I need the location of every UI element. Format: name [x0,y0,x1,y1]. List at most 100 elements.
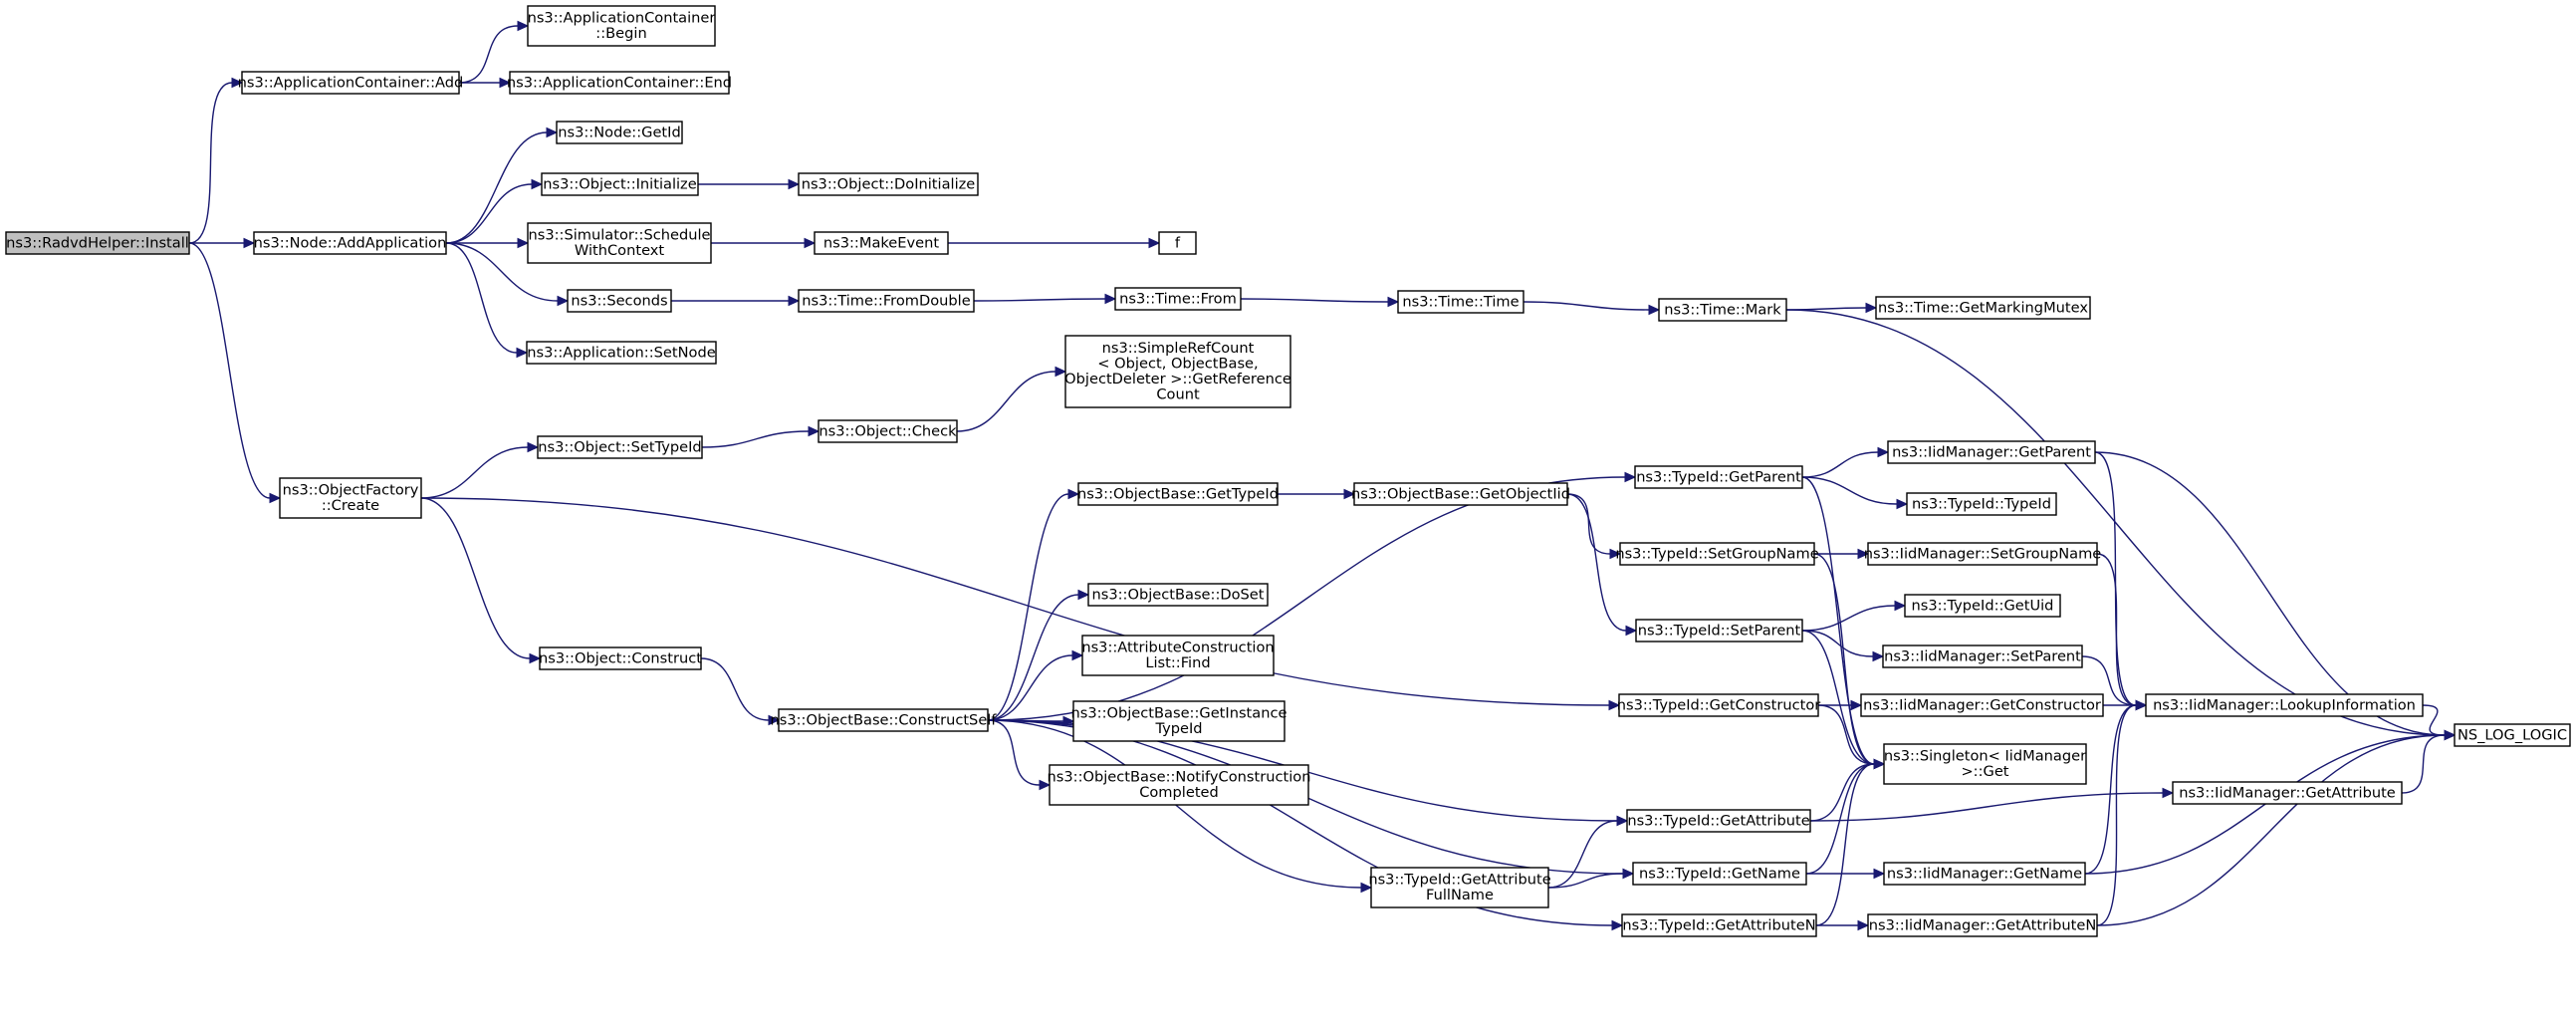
node-time_from[interactable]: ns3::Time::From [1114,287,1242,311]
edge-tid_getattrfull-to-tid_getname [1547,868,1635,889]
edge-ob_gettypeid-to-ob_getobjectiid [1278,488,1356,500]
node-f[interactable]: f [1158,231,1197,255]
node-ob_constructself[interactable]: ns3::ObjectBase::ConstructSelf [771,708,998,732]
node-time_time[interactable]: ns3::Time::Time [1397,290,1524,314]
edge-line [987,493,1069,721]
node-iid_getname[interactable]: ns3::IidManager::GetName [1883,862,2086,886]
edge-time_mark-to-ns_log_logic [1785,309,2457,741]
edge-line [2094,451,2137,706]
node-obj_check[interactable]: ns3::Object::Check [818,419,958,443]
edge-arrowhead [1343,488,1356,500]
node-box [1632,862,1807,886]
node-seconds[interactable]: ns3::Seconds [567,289,672,313]
edge-line [420,446,529,499]
edge-tid_getattribute-to-singleton_get [1809,758,1886,822]
node-of_create[interactable]: ns3::ObjectFactory::Create [279,477,422,519]
edge-ob_getobjectiid-to-tid_setgroupname [1566,493,1622,560]
edge-arrowhead [517,237,530,249]
edge-sim_sched-to-makeevent [711,237,817,249]
edge-arrowhead [1071,649,1084,661]
node-ac_end[interactable]: ns3::ApplicationContainer::End [507,71,732,95]
node-label: ns3::MakeEvent [823,234,940,251]
node-box [537,435,703,459]
node-label: ns3::Object::SetTypeId [538,438,701,455]
node-label: ns3::IidManager::GetParent [1892,443,2091,460]
node-tid_getattribute[interactable]: ns3::TypeId::GetAttribute [1626,809,1811,833]
edge-line [2096,734,2446,926]
edge-arrowhead [1616,815,1629,827]
node-iid_getparent[interactable]: ns3::IidManager::GetParent [1887,440,2096,464]
node-iid_setparent[interactable]: ns3::IidManager::SetParent [1882,644,2083,668]
node-label: ns3::ApplicationContainer::Add [238,74,464,91]
node-obj_doinit[interactable]: ns3::Object::DoInitialize [798,172,979,196]
edge-arrowhead [269,492,282,504]
node-iid_getconstructor[interactable]: ns3::IidManager::GetConstructor [1860,693,2104,717]
node-label: ns3::ObjectBase::NotifyConstruction [1048,769,1311,786]
edge-arrowhead [516,347,529,359]
edge-arrowhead [1622,868,1635,880]
node-iid_lookup[interactable]: ns3::IidManager::LookupInformation [2145,693,2424,717]
edge-tid_getattribute-to-iid_getattribute [1809,787,2175,822]
node-ob_notify[interactable]: ns3::ObjectBase::NotifyConstructionCompl… [1048,764,1311,806]
node-iid_getattribute[interactable]: ns3::IidManager::GetAttribute [2172,781,2403,805]
edge-tid_getattributen-to-singleton_get [1815,758,1886,926]
node-time_fromdouble[interactable]: ns3::Time::FromDouble [798,289,975,313]
node-node_addapp[interactable]: ns3::Node::AddApplication [253,231,447,255]
edge-line [1547,820,1618,889]
edge-time_fromdouble-to-time_from [973,293,1117,305]
node-ac_begin[interactable]: ns3::ApplicationContainer::Begin [527,5,716,47]
node-box [527,222,712,264]
node-ac_add[interactable]: ns3::ApplicationContainer::Add [238,71,464,95]
node-refcount[interactable]: ns3::SimpleRefCount< Object, ObjectBase,… [1064,335,1291,408]
edge-obj_settypeid-to-obj_check [701,425,820,448]
node-tid_setparent[interactable]: ns3::TypeId::SetParent [1635,619,1803,643]
node-time_mutex[interactable]: ns3::Time::GetMarkingMutex [1875,296,2091,320]
node-box [1618,693,1819,717]
node-tid_getuid[interactable]: ns3::TypeId::GetUid [1904,594,2061,618]
node-label: ns3::ObjectBase::ConstructSelf [771,711,998,728]
node-tid_typeid[interactable]: ns3::TypeId::TypeId [1906,492,2057,516]
edge-line [1809,792,2164,822]
node-label: ns3::TypeId::GetAttribute [1627,812,1809,829]
nodes-layer: ns3::RadvdHelper::Installns3::Applicatio… [5,5,2571,937]
edge-arrowhead [1609,548,1622,560]
node-box [1619,542,1815,566]
node-install[interactable]: ns3::RadvdHelper::Install [5,231,190,255]
edge-time_mark-to-time_mutex [1785,302,1878,314]
node-app_setnode[interactable]: ns3::Application::SetNode [526,341,717,365]
node-ns_log_logic[interactable]: NS_LOG_LOGIC [2454,723,2571,747]
edge-iid_getname-to-iid_lookup [2084,699,2148,875]
node-box [1883,862,2086,886]
node-ob_gettypeid[interactable]: ns3::ObjectBase::GetTypeId [1077,482,1279,506]
node-singleton_get[interactable]: ns3::Singleton< IidManager >::Get [1883,743,2087,785]
edge-line [987,594,1079,721]
node-obj_construct[interactable]: ns3::Object::Construct [539,646,702,670]
node-makeevent[interactable]: ns3::MakeEvent [814,231,949,255]
node-obj_settypeid[interactable]: ns3::Object::SetTypeId [537,435,703,459]
edge-arrowhead [1872,650,1885,662]
node-label: TypeId [1154,720,1202,737]
node-label: f [1175,234,1181,251]
node-tid_getname[interactable]: ns3::TypeId::GetName [1632,862,1807,886]
node-obj_init[interactable]: ns3::Object::Initialize [541,172,699,196]
node-label: ns3::TypeId::SetParent [1638,622,1801,639]
node-iid_setgroupname[interactable]: ns3::IidManager::SetGroupName [1864,542,2102,566]
node-label: NS_LOG_LOGIC [2458,726,2567,743]
node-tid_getparent[interactable]: ns3::TypeId::GetParent [1634,465,1803,489]
edge-line [188,82,233,244]
node-ob_doset[interactable]: ns3::ObjectBase::DoSet [1087,583,1269,607]
node-tid_getattributen[interactable]: ns3::TypeId::GetAttributeN [1621,913,1817,937]
node-time_mark[interactable]: ns3::Time::Mark [1658,298,1787,322]
node-box [1081,635,1275,676]
node-label: ns3::Application::SetNode [527,344,715,361]
node-iid_getattributen[interactable]: ns3::IidManager::GetAttributeN [1867,913,2098,937]
node-tid_setgroupname[interactable]: ns3::TypeId::SetGroupName [1615,542,1819,566]
node-node_getid[interactable]: ns3::Node::GetId [556,121,683,144]
node-ob_getobjectiid[interactable]: ns3::ObjectBase::GetObjectIid [1351,482,1570,506]
node-tid_getconstructor[interactable]: ns3::TypeId::GetConstructor [1617,693,1821,717]
edge-line [2084,704,2137,875]
